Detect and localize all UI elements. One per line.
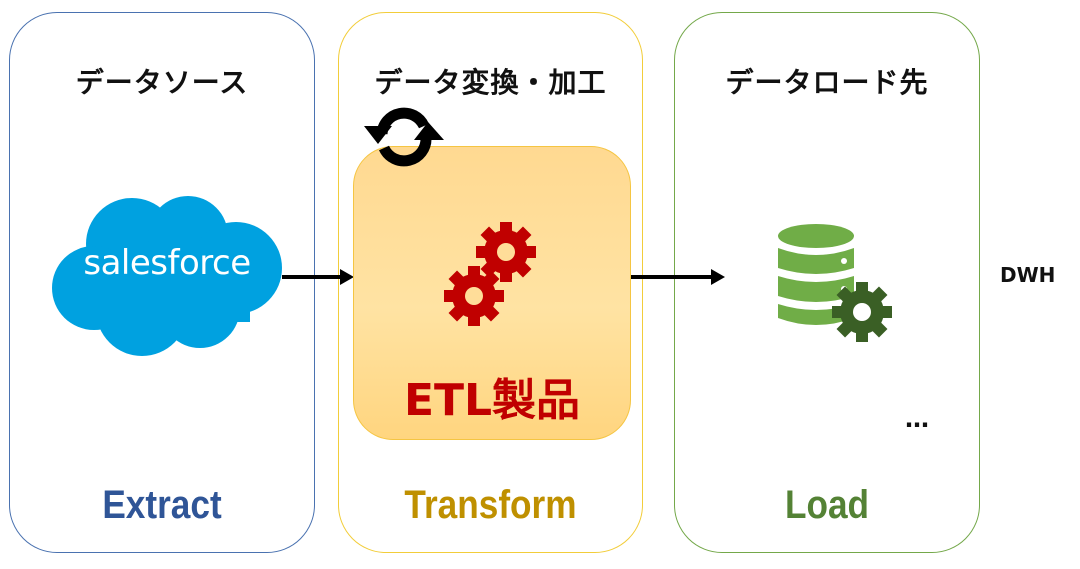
flow-arrow-extract-transform xyxy=(282,275,340,279)
salesforce-cloud-logo xyxy=(52,196,282,356)
arrow-head-icon xyxy=(711,269,725,285)
panel-title-data-load: データロード先 xyxy=(725,66,929,99)
panel-title-data-source: データソース xyxy=(75,66,249,99)
database-gear-icon xyxy=(778,224,892,342)
phase-label-extract: Extract xyxy=(102,483,222,527)
phase-label-load: Load xyxy=(784,483,870,527)
gears-icon xyxy=(444,222,536,326)
phase-label-transform: Transform xyxy=(404,483,577,527)
sync-arrows-icon xyxy=(364,107,444,167)
load-panel: データロード先 Load xyxy=(674,12,980,553)
dwh-label: DWH xyxy=(1000,263,1056,287)
etl-product-label: ETL製品 xyxy=(403,375,581,426)
panel-title-data-transform: データ変換・加工 xyxy=(374,66,607,99)
flow-arrow-transform-load xyxy=(631,275,711,279)
more-destinations-ellipsis: … xyxy=(905,405,930,433)
salesforce-wordmark: salesforce xyxy=(83,243,251,283)
arrow-head-icon xyxy=(340,269,354,285)
